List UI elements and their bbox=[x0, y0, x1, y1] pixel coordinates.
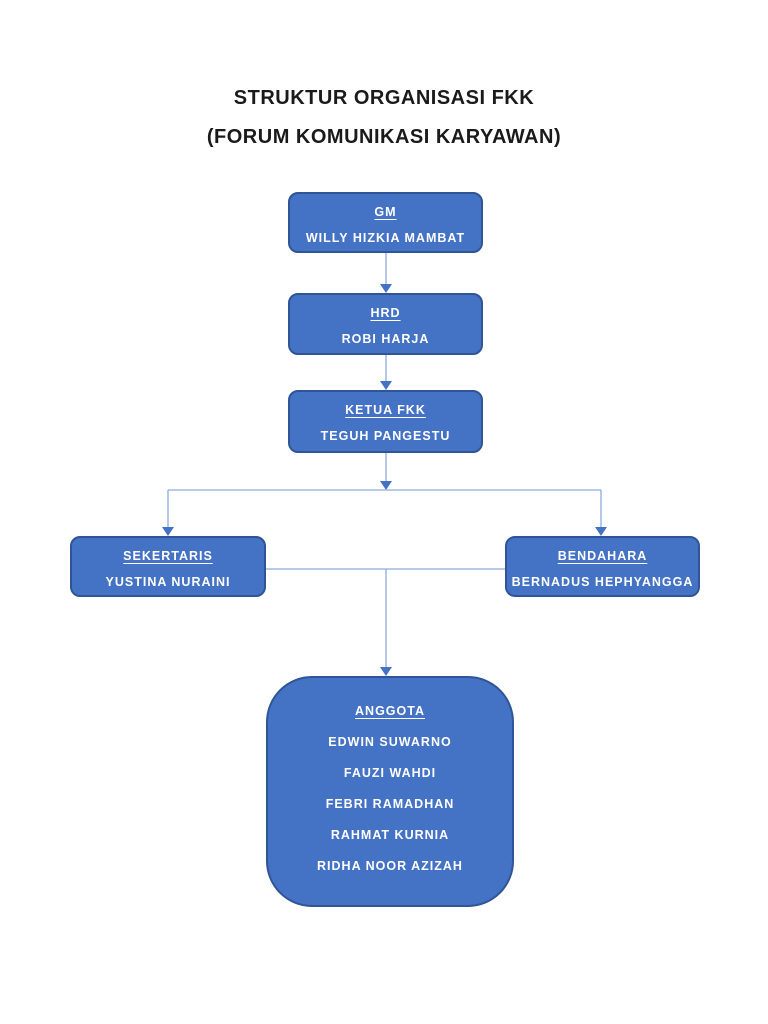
org-node-gm: GM WILLY HIZKIA MAMBAT bbox=[288, 192, 483, 253]
page-title: STRUKTUR ORGANISASI FKK (FORUM KOMUNIKAS… bbox=[0, 86, 768, 149]
anggota-member: EDWIN SUWARNO bbox=[328, 735, 452, 749]
org-node-gm-title: GM bbox=[374, 205, 397, 219]
org-node-bendahara: BENDAHARA BERNADUS HEPHYANGGA bbox=[505, 536, 700, 597]
org-node-anggota-title: ANGGOTA bbox=[355, 704, 425, 718]
arrowhead-bendahara bbox=[595, 527, 607, 536]
arrowhead-junction bbox=[380, 481, 392, 490]
anggota-member: RIDHA NOOR AZIZAH bbox=[317, 859, 463, 873]
anggota-member: RAHMAT KURNIA bbox=[330, 828, 450, 842]
org-node-ketua-fkk-title: KETUA FKK bbox=[345, 403, 426, 417]
arrowhead-hrd bbox=[380, 284, 392, 293]
org-node-bendahara-name: BERNADUS HEPHYANGGA bbox=[511, 575, 694, 589]
anggota-member: FEBRI RAMADHAN bbox=[325, 797, 455, 811]
org-node-bendahara-title: BENDAHARA bbox=[557, 549, 648, 563]
title-line-2: (FORUM KOMUNIKASI KARYAWAN) bbox=[206, 126, 562, 148]
org-node-sekertaris-title: SEKERTARIS bbox=[123, 549, 213, 563]
org-node-hrd-title: HRD bbox=[370, 306, 401, 320]
org-node-hrd-name: ROBI HARJA bbox=[341, 332, 430, 346]
org-node-anggota: ANGGOTA EDWIN SUWARNO FAUZI WAHDI FEBRI … bbox=[266, 676, 514, 907]
org-node-hrd: HRD ROBI HARJA bbox=[288, 293, 483, 355]
org-node-sekertaris: SEKERTARIS YUSTINA NURAINI bbox=[70, 536, 266, 597]
arrowhead-sekertaris bbox=[162, 527, 174, 536]
arrowhead-ketua bbox=[380, 381, 392, 390]
org-node-ketua-fkk-name: TEGUH PANGESTU bbox=[320, 429, 451, 443]
org-node-sekertaris-name: YUSTINA NURAINI bbox=[105, 575, 231, 589]
anggota-member: FAUZI WAHDI bbox=[343, 766, 437, 780]
title-line-1: STRUKTUR ORGANISASI FKK bbox=[233, 87, 535, 109]
org-node-ketua-fkk: KETUA FKK TEGUH PANGESTU bbox=[288, 390, 483, 453]
arrowhead-anggota bbox=[380, 667, 392, 676]
org-node-gm-name: WILLY HIZKIA MAMBAT bbox=[305, 231, 466, 245]
